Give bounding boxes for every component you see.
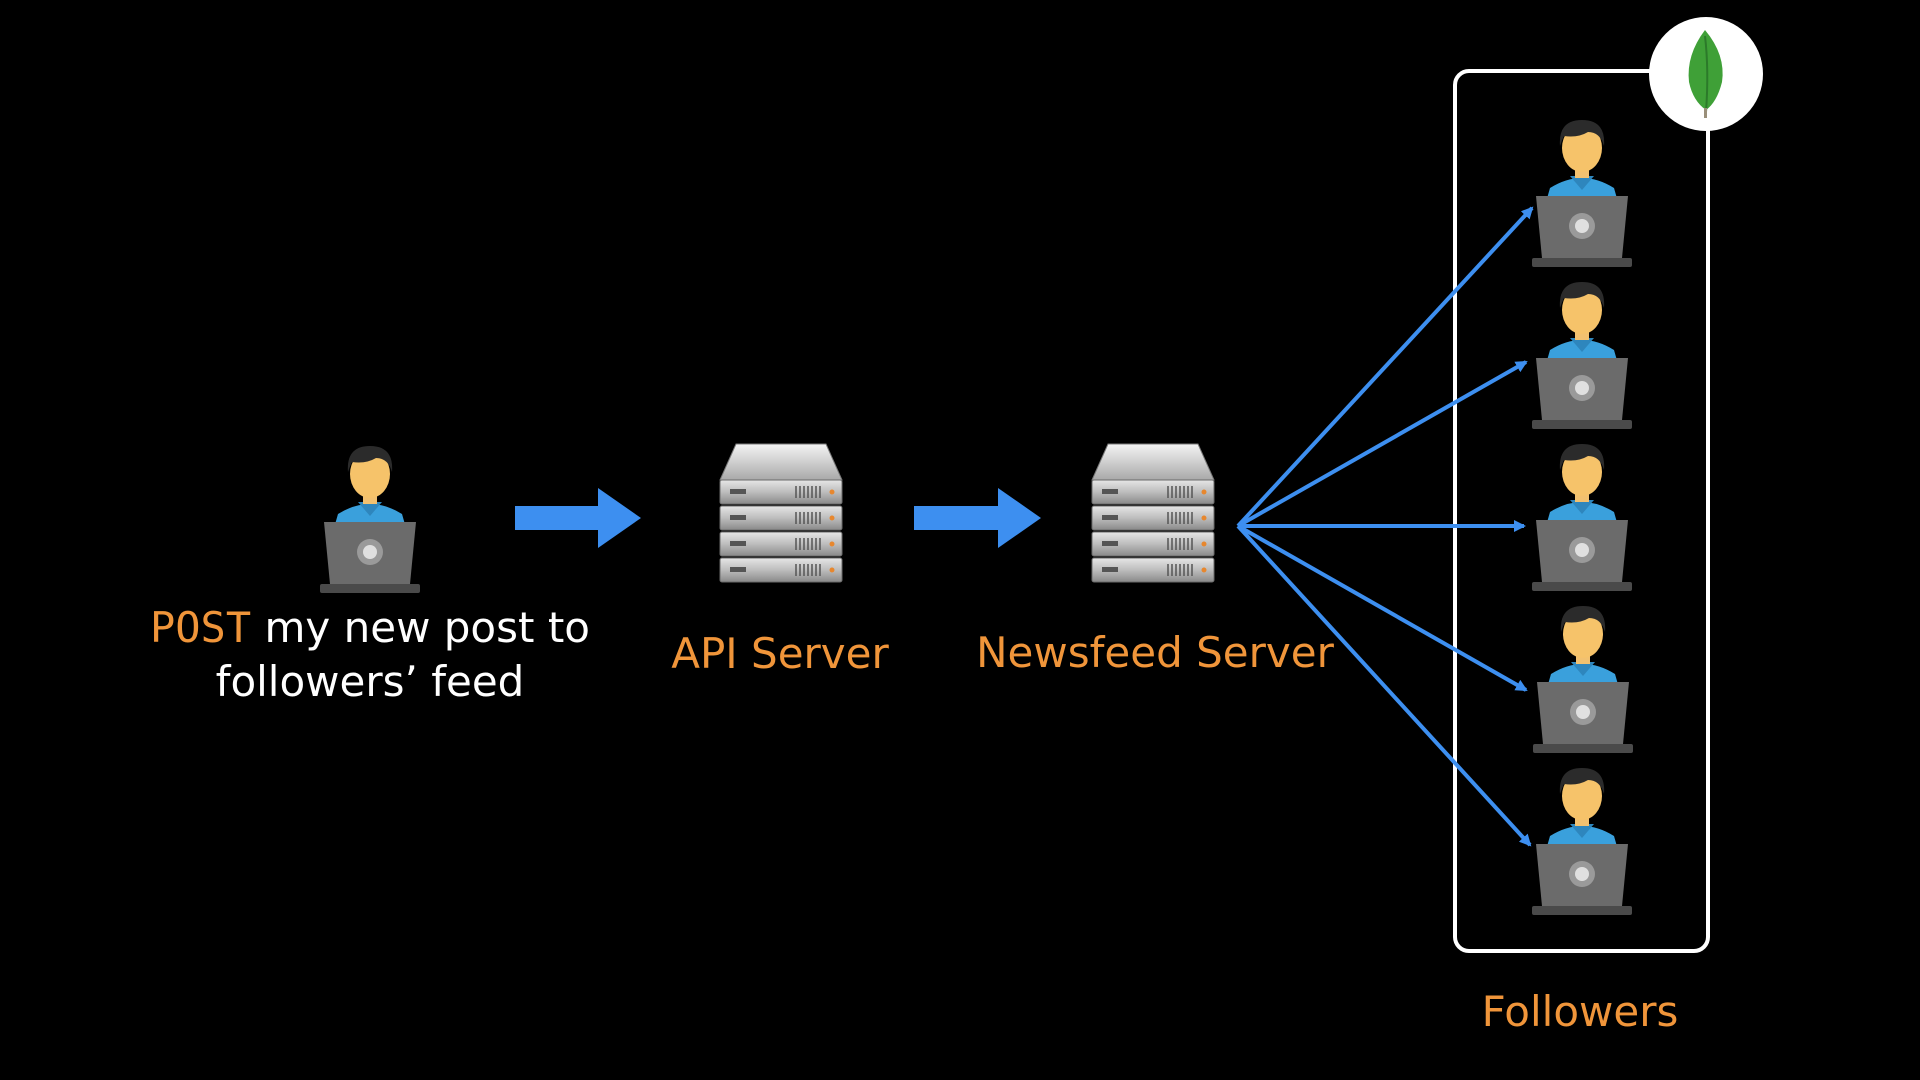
follower-user-laptop-icon [1532,120,1632,267]
poster-label-line1: POST my new post to [140,601,600,655]
follower-user-laptop-icon [1533,606,1633,753]
api-server-rack-icon [719,443,843,583]
poster-user-laptop-icon [320,446,420,593]
followers-store-box [1453,69,1710,953]
newsfeed-server-rack-icon [1091,443,1215,583]
flow-arrow-to-newsfeed [914,488,1041,548]
http-method-label: POST [149,603,252,652]
follower-user-laptop-icon [1532,282,1632,429]
fanout-arrow-2 [1237,360,1528,528]
poster-label-line2: followers’ feed [215,657,525,706]
followers-list [1532,120,1633,915]
mongodb-leaf-icon [1649,17,1763,131]
followers-label: Followers [1481,987,1679,1036]
fanout-arrow-5 [1236,524,1532,847]
poster-label: POST my new post to followers’ feed [140,601,600,709]
flow-arrow-to-api [515,488,641,548]
follower-user-laptop-icon [1532,768,1632,915]
api-server-label: API Server [671,629,889,678]
fanout-arrows [1236,206,1534,847]
fanout-arrow-4 [1237,524,1528,692]
poster-label-line1-rest: my new post to [251,603,590,652]
newsfeed-server-label: Newsfeed Server [976,628,1334,677]
fanout-arrow-1 [1236,206,1534,528]
follower-user-laptop-icon [1532,444,1632,591]
